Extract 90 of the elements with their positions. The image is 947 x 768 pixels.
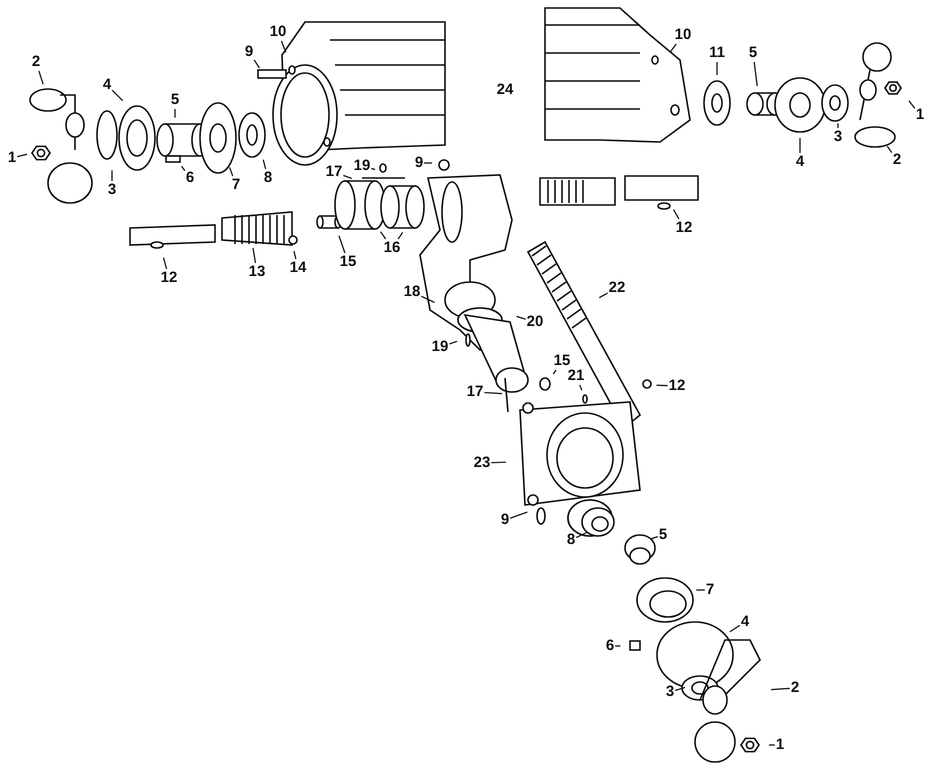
leader-line: [552, 370, 556, 374]
callout-number: 14: [290, 260, 306, 276]
callout-number: 1: [8, 150, 16, 166]
callout-number: 9: [244, 44, 254, 60]
callout-number: 15: [340, 254, 356, 270]
leader-line: [17, 154, 28, 158]
leader-line: [449, 340, 458, 344]
callout-number: 9: [414, 155, 424, 171]
leader-line: [229, 167, 234, 176]
callout-number: 18: [404, 284, 420, 300]
callout-number: 2: [892, 152, 902, 168]
leader-line: [886, 146, 892, 154]
leader-line: [38, 70, 44, 84]
callout-number: 6: [186, 170, 194, 186]
callout-number: 19: [432, 339, 448, 355]
callout-number: 20: [526, 314, 544, 330]
leader-line: [615, 645, 620, 647]
leader-line: [162, 258, 168, 270]
leader-line: [484, 392, 502, 394]
callout-number: 10: [674, 27, 692, 43]
callout-number: 1: [776, 737, 784, 753]
leader-line: [343, 174, 352, 180]
leader-line: [252, 248, 256, 264]
callout-number: 3: [666, 684, 674, 700]
callout-number: 11: [709, 45, 725, 61]
callout-number: 7: [706, 582, 714, 598]
leader-line: [491, 462, 506, 464]
callout-number: 22: [608, 280, 626, 296]
callout-number: 5: [658, 527, 668, 543]
callout-number: 19: [354, 158, 370, 174]
callout-number: 23: [474, 455, 490, 471]
callout-number: 16: [384, 240, 400, 256]
callout-number: 2: [790, 680, 800, 696]
leader-line: [598, 292, 608, 298]
leader-line: [254, 60, 260, 68]
leader-line: [112, 90, 124, 102]
leader-line: [675, 686, 686, 692]
leader-line: [516, 316, 526, 320]
leader-line: [837, 123, 839, 128]
leader-line: [770, 688, 790, 690]
leader-line: [111, 170, 113, 181]
callout-number: 12: [668, 378, 686, 394]
callout-number: 15: [554, 353, 570, 369]
leader-line: [656, 384, 668, 386]
leader-line: [754, 62, 758, 86]
leader-line: [579, 384, 582, 391]
callout-number: 8: [566, 532, 576, 548]
leader-line: [576, 532, 587, 538]
callout-number: 1: [916, 107, 924, 123]
callout-number: 13: [248, 264, 266, 280]
leader-line: [799, 138, 801, 153]
leader-line: [398, 232, 404, 240]
leader-line: [716, 62, 718, 75]
callout-number: 17: [466, 384, 484, 400]
callout-number: 2: [32, 54, 40, 70]
leader-line: [338, 235, 346, 254]
callout-number: 21: [568, 368, 584, 384]
leader-line: [670, 44, 677, 52]
callout-number: 4: [102, 77, 112, 93]
callout-number: 3: [108, 182, 116, 198]
leader-line: [424, 162, 432, 164]
callout-number: 6: [606, 638, 614, 654]
leader-line: [730, 624, 740, 632]
leader-line: [380, 231, 386, 240]
callout-number: 5: [170, 92, 180, 108]
leader-line: [908, 100, 916, 109]
callout-number: 7: [232, 177, 240, 193]
leader-line: [174, 109, 176, 118]
callout-number: 5: [748, 45, 758, 61]
leader-line: [293, 250, 296, 260]
leader-line: [510, 511, 528, 519]
leader-line: [181, 166, 186, 172]
leader-line: [768, 744, 775, 746]
leader-line: [696, 589, 705, 591]
leader-line: [421, 296, 435, 304]
leader-line: [262, 160, 266, 170]
leader-line: [280, 40, 286, 53]
callout-number: 8: [264, 170, 272, 186]
callout-number: 4: [796, 154, 804, 170]
leader-line: [650, 536, 658, 540]
callout-number: 17: [326, 164, 342, 180]
callout-number: 10: [270, 24, 286, 40]
callout-number: 12: [160, 270, 178, 286]
callout-number: 9: [500, 512, 510, 528]
leader-line: [371, 168, 376, 170]
callout-number: 4: [740, 614, 750, 630]
callout-number: 3: [834, 129, 842, 145]
callout-number: 12: [676, 220, 692, 236]
leader-line: [673, 209, 680, 220]
callout-number: 24: [496, 82, 514, 98]
